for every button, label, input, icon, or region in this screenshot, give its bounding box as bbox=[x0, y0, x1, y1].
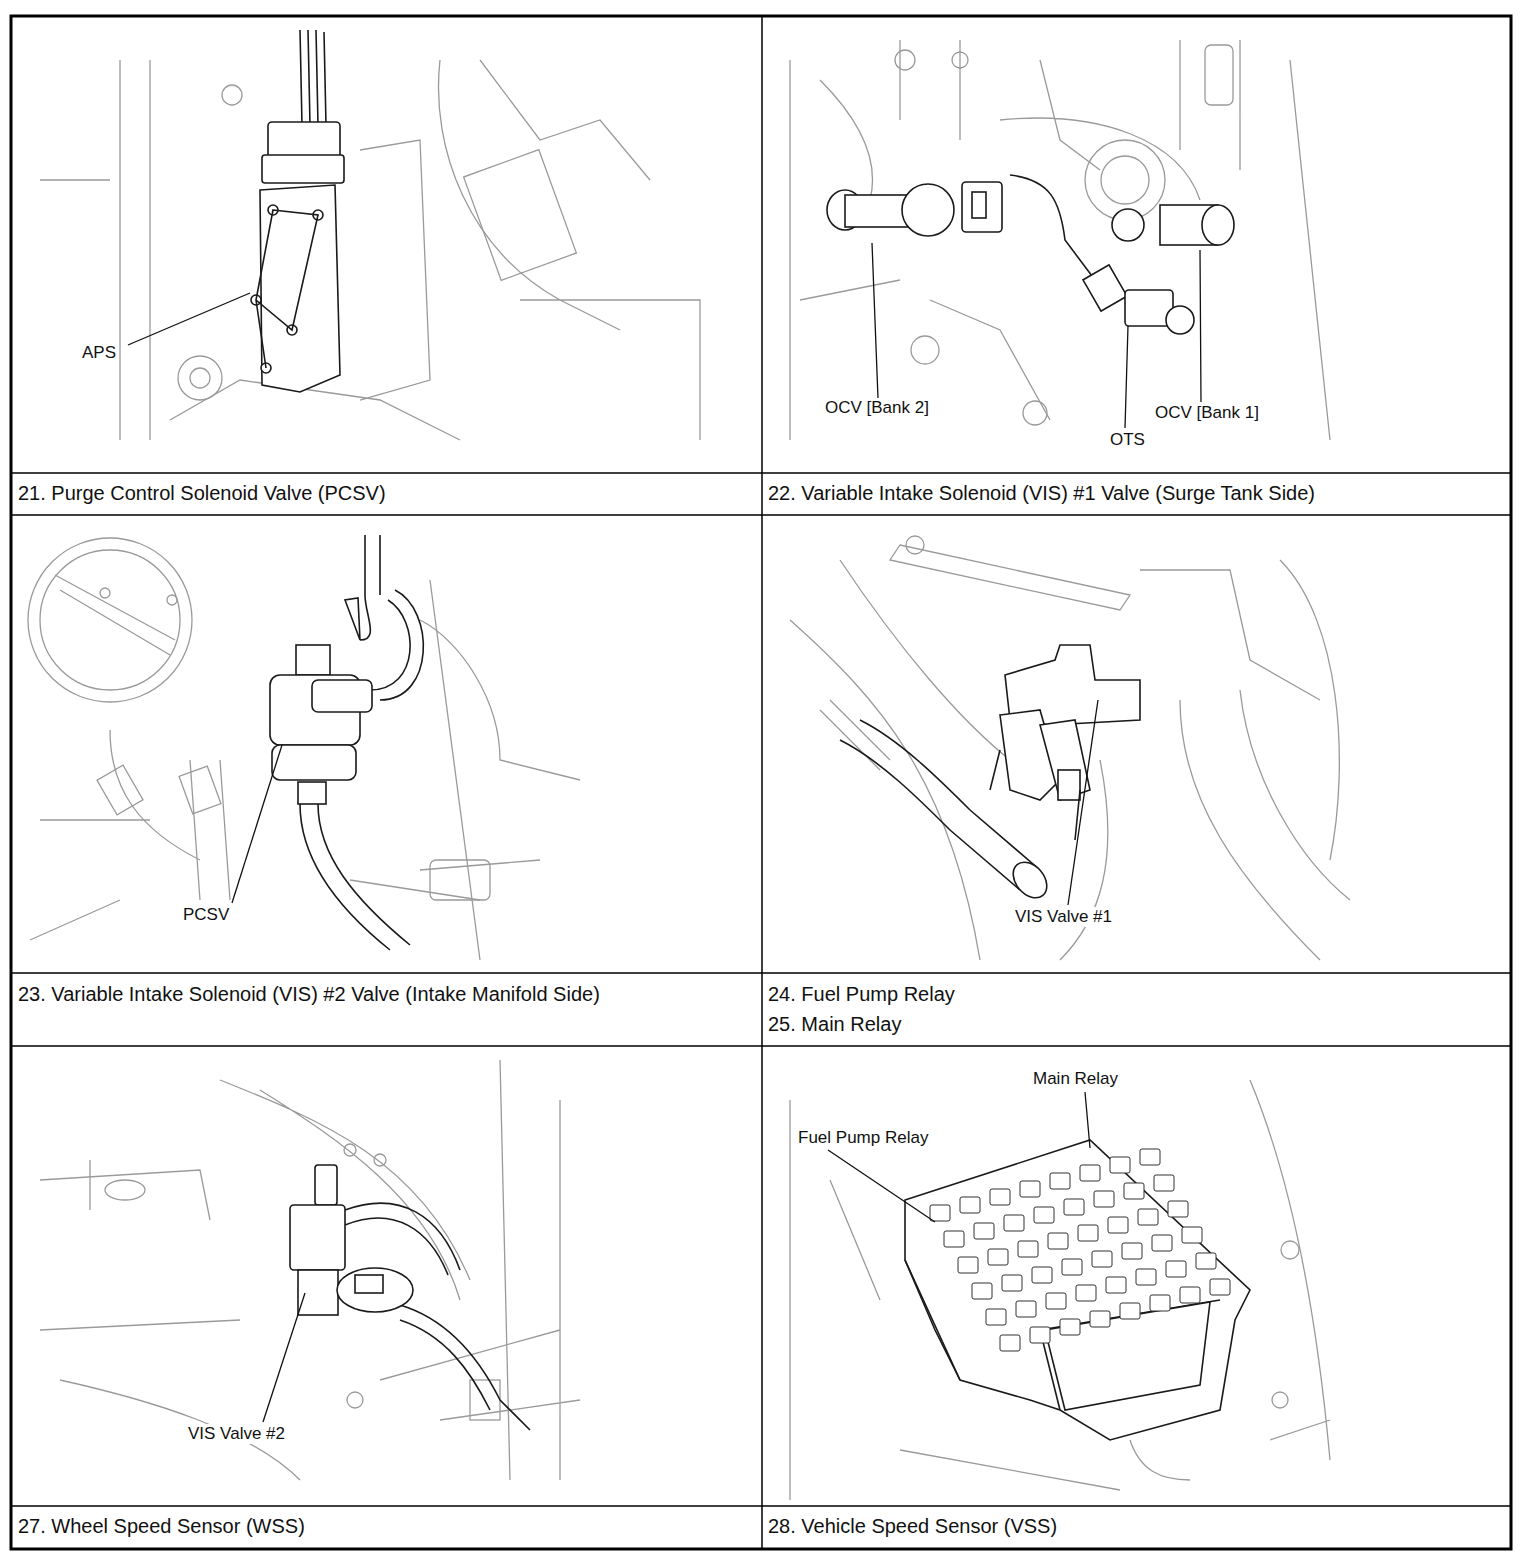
relay-slot bbox=[1002, 1275, 1022, 1291]
part-label: PCSV bbox=[181, 905, 231, 925]
table-cell: 28. Vehicle Speed Sensor (VSS) bbox=[768, 1515, 1057, 1538]
relay-slot bbox=[1110, 1157, 1130, 1173]
relay-slot bbox=[1090, 1311, 1110, 1327]
relay-slot bbox=[1168, 1201, 1188, 1217]
relay-slot bbox=[1004, 1215, 1024, 1231]
relay-slot bbox=[1078, 1225, 1098, 1241]
relay-slot bbox=[990, 1189, 1010, 1205]
relay-slot bbox=[1030, 1327, 1050, 1343]
relay-slot bbox=[930, 1205, 950, 1221]
part-label: Main Relay bbox=[1031, 1069, 1120, 1089]
part-label: Fuel Pump Relay bbox=[796, 1128, 930, 1148]
pcsv-illustration bbox=[28, 535, 580, 960]
relay-slot bbox=[1120, 1303, 1140, 1319]
relay-slot bbox=[986, 1309, 1006, 1325]
relay-slot bbox=[1046, 1293, 1066, 1309]
relay-slot bbox=[1210, 1279, 1230, 1295]
relay-slot bbox=[1020, 1181, 1040, 1197]
table-grid bbox=[11, 16, 1511, 1549]
relay-slot bbox=[1080, 1165, 1100, 1181]
relay-box-illustration bbox=[790, 1080, 1330, 1500]
relay-slot bbox=[1150, 1295, 1170, 1311]
table-cell: 27. Wheel Speed Sensor (WSS) bbox=[18, 1515, 305, 1538]
part-label: VIS Valve #2 bbox=[186, 1424, 287, 1444]
aps-illustration bbox=[40, 30, 700, 440]
relay-slot bbox=[988, 1249, 1008, 1265]
relay-slot bbox=[1136, 1269, 1156, 1285]
relay-slot bbox=[1016, 1301, 1036, 1317]
relay-slot bbox=[972, 1283, 992, 1299]
part-label: OCV [Bank 2] bbox=[823, 398, 931, 418]
relay-slot bbox=[944, 1231, 964, 1247]
part-label: OCV [Bank 1] bbox=[1153, 403, 1261, 423]
relay-slot bbox=[1166, 1261, 1186, 1277]
relay-slot bbox=[1122, 1243, 1142, 1259]
relay-slot bbox=[1140, 1149, 1160, 1165]
relay-slot bbox=[1032, 1267, 1052, 1283]
relay-slot bbox=[1000, 1335, 1020, 1351]
relay-slot bbox=[958, 1257, 978, 1273]
relay-slot bbox=[1094, 1191, 1114, 1207]
relay-slot bbox=[1106, 1277, 1126, 1293]
part-label: VIS Valve #1 bbox=[1013, 907, 1114, 927]
relay-slot bbox=[1180, 1287, 1200, 1303]
relay-slot bbox=[1138, 1209, 1158, 1225]
relay-slot bbox=[1050, 1173, 1070, 1189]
relay-slot bbox=[1108, 1217, 1128, 1233]
relay-slot bbox=[1060, 1319, 1080, 1335]
relay-slot bbox=[1196, 1253, 1216, 1269]
table-cell: 22. Variable Intake Solenoid (VIS) #1 Va… bbox=[768, 482, 1315, 505]
relay-slot bbox=[1182, 1227, 1202, 1243]
relay-slot bbox=[1152, 1235, 1172, 1251]
table-cell: 24. Fuel Pump Relay bbox=[768, 983, 955, 1006]
table-cell: 25. Main Relay bbox=[768, 1013, 901, 1036]
vis1-illustration bbox=[790, 536, 1350, 960]
relay-slot bbox=[1018, 1241, 1038, 1257]
relay-slot bbox=[1062, 1259, 1082, 1275]
relay-slot bbox=[960, 1197, 980, 1213]
relay-slot bbox=[974, 1223, 994, 1239]
table-cell: 23. Variable Intake Solenoid (VIS) #2 Va… bbox=[18, 983, 600, 1006]
vis2-illustration bbox=[40, 1060, 580, 1480]
ocv-ots-illustration bbox=[790, 40, 1330, 440]
relay-slot bbox=[1034, 1207, 1054, 1223]
relay-slot bbox=[1124, 1183, 1144, 1199]
part-label: OTS bbox=[1108, 430, 1147, 450]
relay-slot bbox=[1154, 1175, 1174, 1191]
relay-slot bbox=[1092, 1251, 1112, 1267]
relay-slot bbox=[1064, 1199, 1084, 1215]
relay-slot bbox=[1048, 1233, 1068, 1249]
part-label: APS bbox=[80, 343, 118, 363]
relay-slot bbox=[1076, 1285, 1096, 1301]
table-cell: 21. Purge Control Solenoid Valve (PCSV) bbox=[18, 482, 386, 505]
